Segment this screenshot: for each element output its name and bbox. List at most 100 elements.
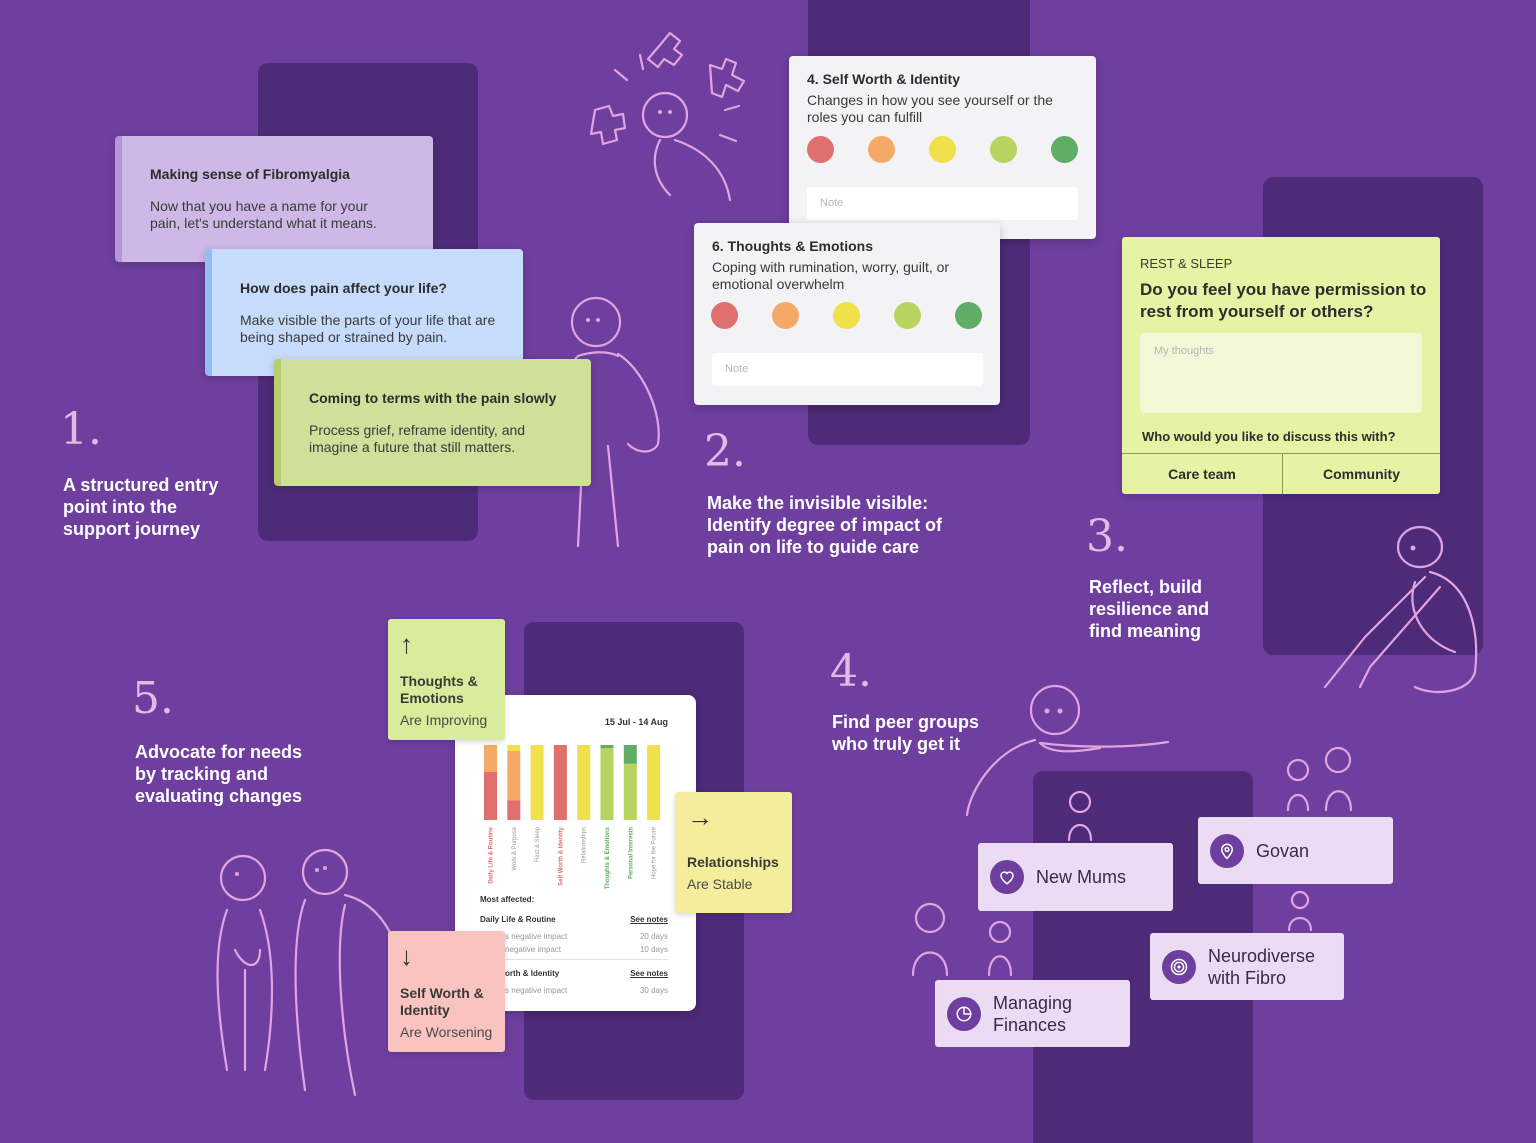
people-icons-illustration [911,746,1353,977]
rating-dot[interactable] [990,136,1017,163]
group-card-managing-finances[interactable]: Managing Finances [935,980,1130,1047]
note-input[interactable]: Note [712,353,983,386]
affected-row-name: Daily Life & Routine [480,915,556,924]
chart-category-label: Daily Life & Routine [489,826,495,883]
trend-card-worsening[interactable]: ↓ Self Worth & Identity Are Worsening [388,931,505,1052]
chart-bar-segment [507,745,521,751]
arrow-up-icon: ↑ [400,629,413,659]
step-description: Reflect, build resilience and find meani… [1089,577,1210,641]
see-notes-link[interactable]: See notes [630,969,668,978]
chart-bar-segment [623,745,637,764]
trend-status: Are Worsening [400,1024,493,1040]
chart-bar-segment [507,800,521,820]
trend-card-improving[interactable]: ↑ Thoughts & Emotions Are Improving [388,619,505,740]
step-number: 2. [704,426,746,477]
chart-category-label: Relationships [582,827,588,863]
chart-category-label: Hope for the Future [652,826,658,879]
trend-title: Thoughts & Emotions [400,673,478,706]
rating-dot[interactable] [711,302,738,329]
step-description: A structured entry point into the suppor… [63,475,219,539]
group-card-neurodiverse[interactable]: Neurodiverse with Fibro [1150,933,1344,1000]
date-range: 15 Jul - 14 Aug [604,717,668,727]
chart-category-label: Work & Purpose [512,826,518,870]
trend-card-stable[interactable]: → Relationships Are Stable [675,792,792,913]
heart-icon [990,860,1024,894]
chart-bar-segment [484,745,497,772]
journey-card-body: Process grief, reframe identity, and ima… [309,422,526,455]
affected-row-name: orth & Identity [505,969,560,978]
chart-category-label: Personal Interests [628,826,634,879]
impact-card: 6. Thoughts & Emotions Coping with rumin… [694,223,1000,405]
arrow-right-icon: → [687,802,713,832]
rating-dot[interactable] [1051,136,1078,163]
chart-bar-segment [577,745,591,820]
community-button[interactable]: Community [1283,453,1440,494]
impact-card-body: Coping with rumination, worry, guilt, or… [712,259,950,292]
rating-dot[interactable] [894,302,921,329]
target-icon [1162,949,1196,984]
care-team-button[interactable]: Care team [1122,453,1283,494]
discuss-label: Who would you like to discuss this with? [1142,429,1396,444]
step-description: Advocate for needs by tracking and evalu… [135,742,303,806]
affected-row-detail: s negative impact [505,986,568,995]
note-input[interactable]: Note [807,187,1078,220]
step-description: Find peer groups who truly get it [832,712,980,754]
chart-bar-segment [623,763,637,820]
affected-row-days: 30 days [639,986,668,995]
trend-title: Relationships [687,854,779,870]
chart-bar-segment [507,751,521,801]
journey-card-body: Make visible the parts of your life that… [240,312,496,345]
impact-card-title: 4. Self Worth & Identity [807,71,960,87]
journey-card-title: Making sense of Fibromyalgia [150,166,350,182]
rating-dot[interactable] [868,136,895,163]
group-card-govan[interactable]: Govan [1198,817,1393,884]
pie-chart-icon [947,996,981,1031]
trend-status: Are Stable [687,876,753,892]
step-number: 3. [1086,511,1128,562]
thoughts-textarea[interactable]: My thoughts [1140,333,1422,413]
reflect-question: Do you feel you have permission to rest … [1140,280,1427,321]
chart-bar-segment [484,772,497,820]
journey-card-body: Now that you have a name for your pain, … [150,198,377,231]
see-notes-link[interactable]: See notes [630,915,668,924]
affected-row-days: 10 days [639,945,668,954]
step-description: Make the invisible visible: Identify deg… [707,493,943,557]
puzzle-figure-illustration [589,31,746,202]
impact-card-body: Changes in how you see yourself or the r… [807,92,1053,125]
step-number: 1. [60,404,102,455]
chart-bar-segment [553,745,567,820]
chart-category-label: Self Worth & Identity [558,826,564,886]
step-number: 5. [132,673,174,724]
group-label: Govan [1256,840,1310,861]
rating-dot[interactable] [807,136,834,163]
rating-dot[interactable] [772,302,799,329]
reflect-card: REST & SLEEP Do you feel you have permis… [1122,237,1440,494]
impact-card: 4. Self Worth & Identity Changes in how … [789,56,1096,239]
journey-card-title: Coming to terms with the pain slowly [309,390,557,406]
sitting-figure-illustration [1323,525,1478,694]
chart-bar-segment [600,745,614,748]
journey-card[interactable]: Making sense of Fibromyalgia Now that yo… [115,136,433,262]
step-number: 4. [830,646,872,697]
journey-card-title: How does pain affect your life? [240,280,447,296]
journey-card[interactable]: How does pain affect your life? Make vis… [205,249,523,376]
affected-row-detail: negative impact [505,945,562,954]
most-affected-label: Most affected: [480,895,535,904]
reflect-category: REST & SLEEP [1140,256,1233,271]
journey-card[interactable]: Coming to terms with the pain slowly Pro… [274,359,591,486]
group-label: Managing Finances [993,992,1073,1035]
rating-dot[interactable] [929,136,956,163]
chart-category-label: Thoughts & Emotions [605,826,611,889]
group-card-new-mums[interactable]: New Mums [978,843,1173,911]
affected-row-days: 20 days [639,932,668,941]
divider [480,959,668,960]
group-label: Neurodiverse with Fibro [1208,945,1316,988]
impact-card-title: 6. Thoughts & Emotions [712,238,873,254]
trend-title: Self Worth & Identity [400,985,484,1018]
reaching-figure-illustration [965,684,1170,817]
rating-dot[interactable] [955,302,982,329]
affected-row-detail: s negative impact [505,932,568,941]
rating-dot[interactable] [833,302,860,329]
chart-bar-segment [600,748,614,820]
